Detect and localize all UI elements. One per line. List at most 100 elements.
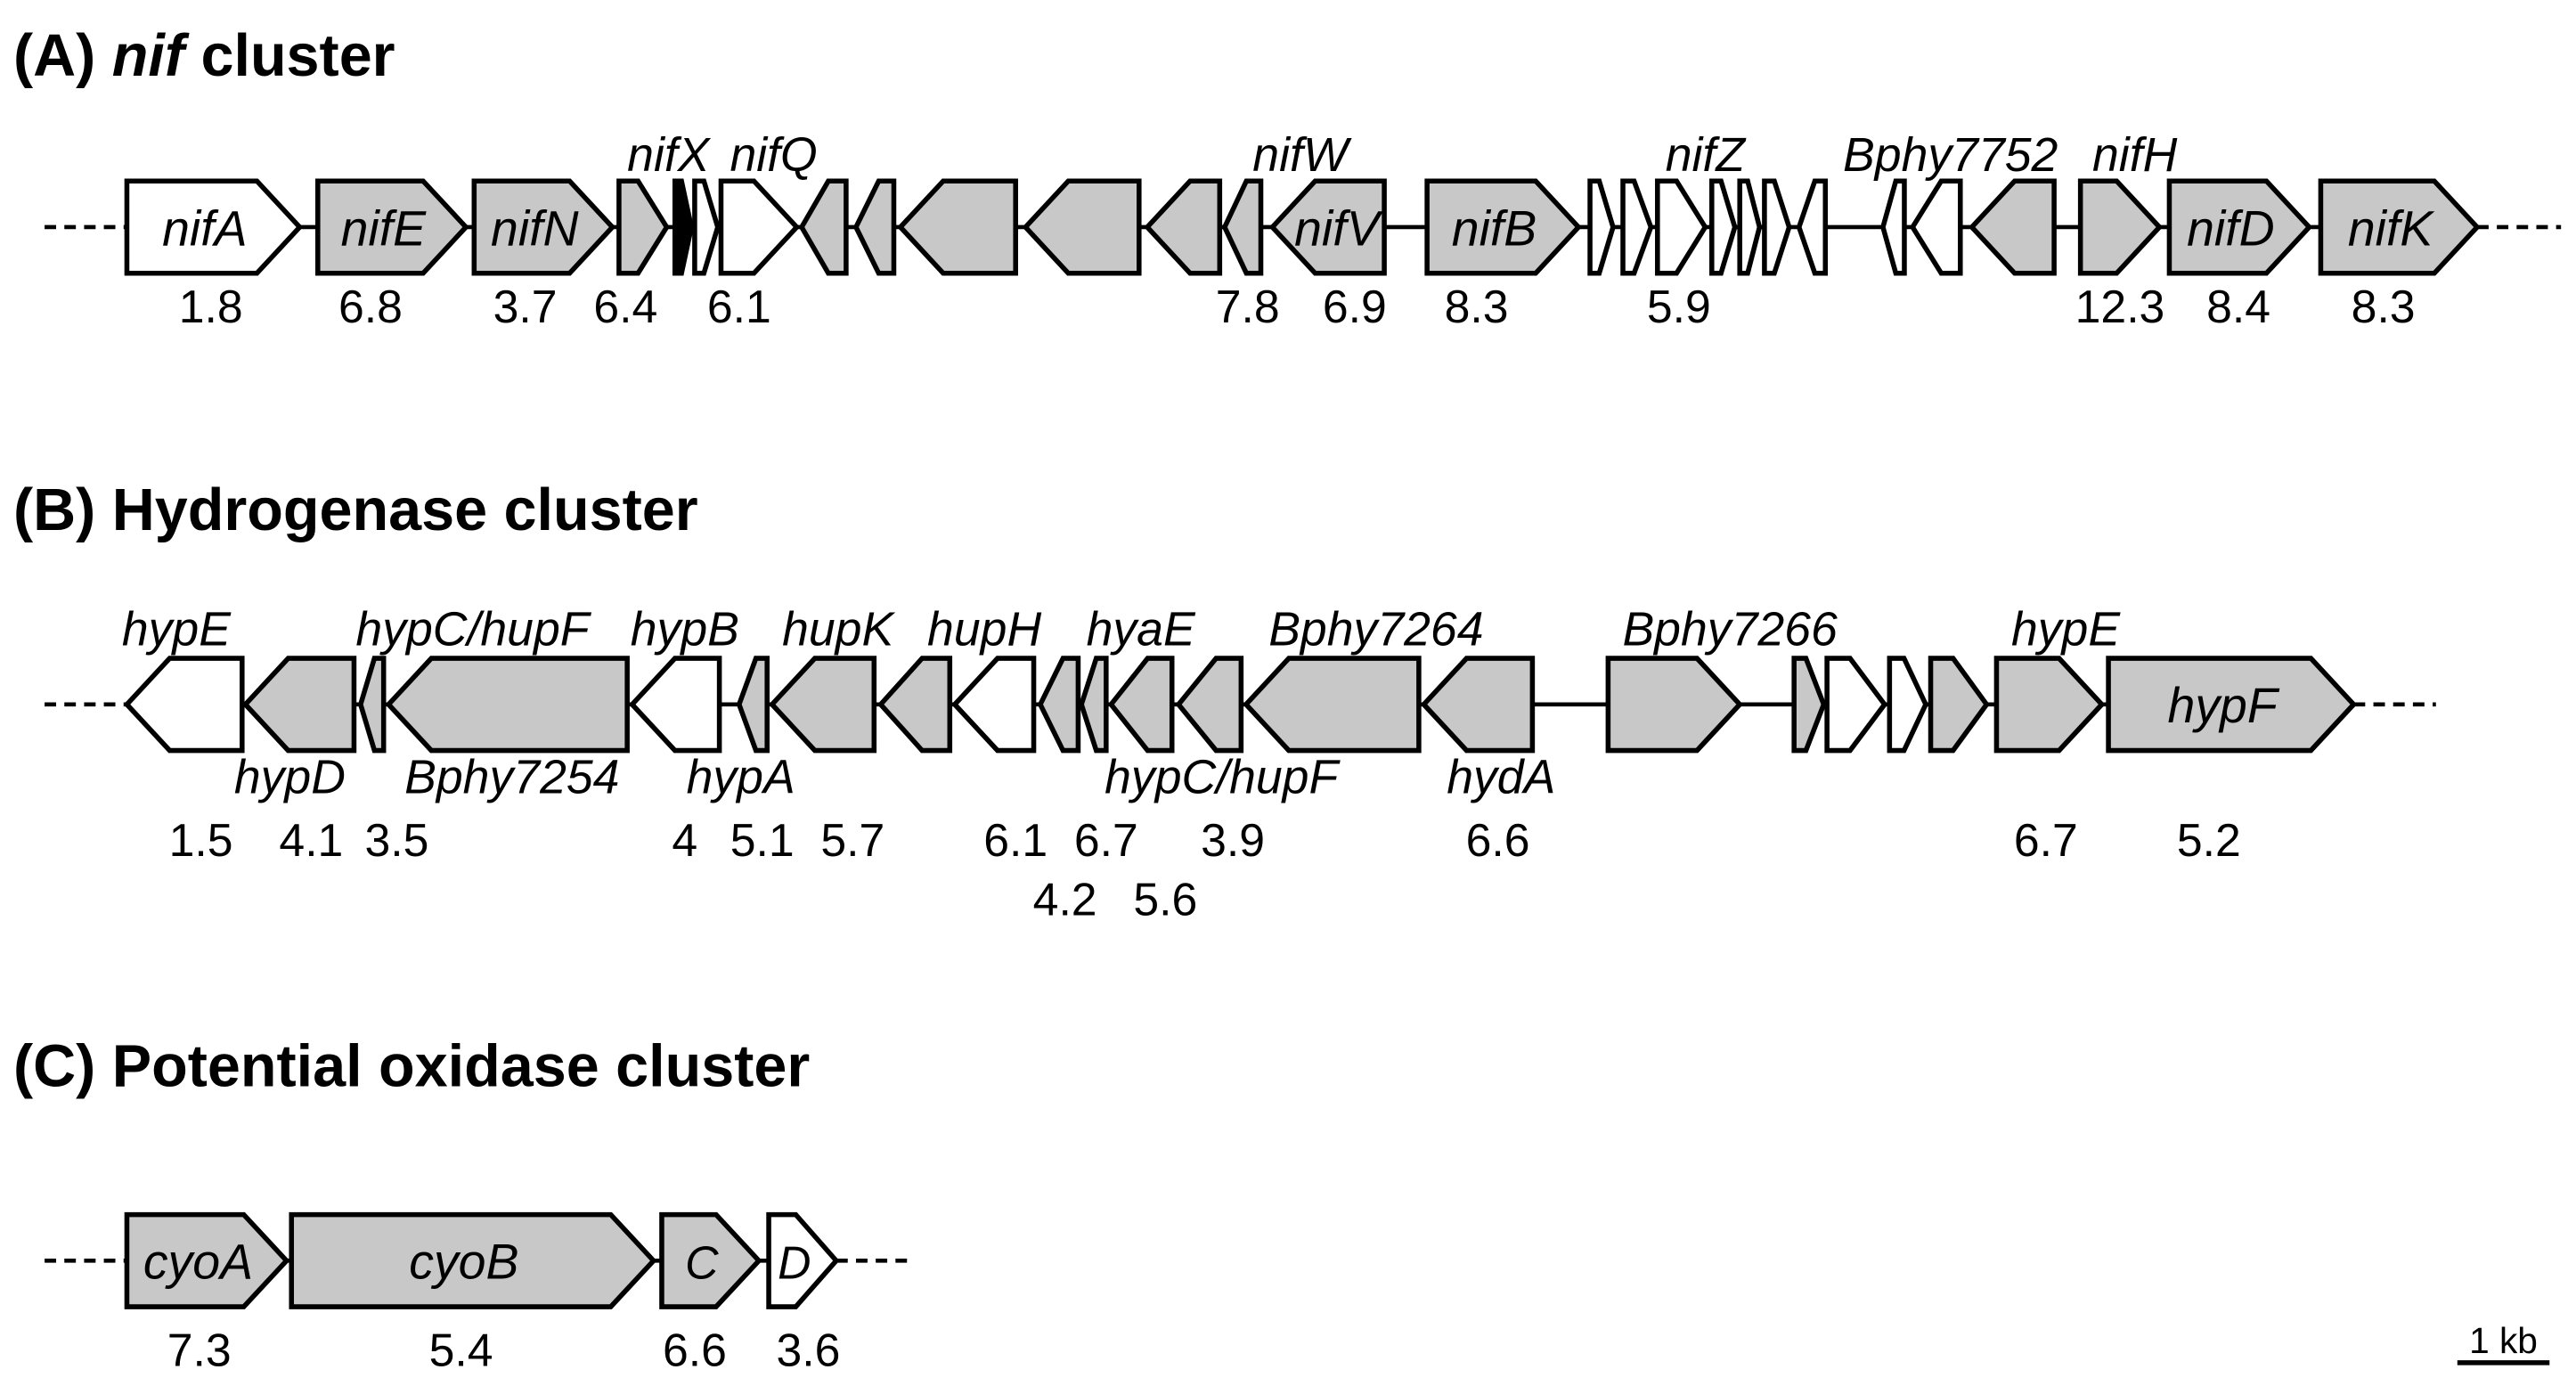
gene-label-below: hypC/hupF — [1105, 751, 1341, 804]
gc-value-label: 7.8 — [1216, 281, 1280, 332]
gene-arrow — [1655, 178, 1708, 276]
gene-arrow — [1737, 178, 1763, 276]
gene-arrow — [1221, 178, 1264, 276]
gene-arrow — [357, 656, 387, 754]
panel-title: (B) Hydrogenase cluster — [13, 477, 698, 543]
gene-arrow — [1037, 656, 1081, 754]
gene-arrow — [1993, 656, 2106, 754]
scale-bar-label: 1 kb — [2469, 1320, 2538, 1361]
gene-arrow — [1928, 656, 1990, 754]
gc-value-label: 6.6 — [663, 1325, 727, 1376]
gene-label-above: Bphy7266 — [1622, 602, 1838, 656]
gc-value-label: 3.6 — [776, 1325, 840, 1376]
gene-label-above: Bphy7752 — [1843, 128, 2058, 182]
gene-arrow — [2077, 178, 2164, 276]
panel-a-nif-cluster: (A) nif cluster nifA nifE nifN nifX nifQ nifV n… — [13, 23, 2562, 332]
gene-label-above: hupH — [927, 602, 1041, 656]
gene-arrow — [124, 178, 304, 276]
gene-label-above: nifX — [627, 128, 712, 182]
gene-arrow — [1587, 178, 1616, 276]
gene-label-above: hyaE — [1087, 602, 1196, 656]
gc-value-label: 4 — [672, 814, 697, 866]
gene-label: cyoA — [143, 1235, 253, 1290]
gc-value-label: 8.3 — [2352, 281, 2416, 332]
gene-arrow — [289, 1211, 657, 1309]
gene-label: cyoB — [409, 1235, 518, 1290]
gene-arrow — [123, 656, 245, 754]
gene-arrow — [1887, 656, 1929, 754]
gc-value-label: 3.9 — [1201, 814, 1265, 866]
gene-label: C — [685, 1237, 719, 1289]
gc-value-label: 6.7 — [1074, 814, 1138, 866]
gene-arrow — [628, 656, 722, 754]
gene-label-above: hupK — [782, 602, 895, 656]
gene-arrow — [876, 656, 953, 754]
gene-label: nifD — [2187, 200, 2275, 256]
gene-arrow — [692, 178, 721, 276]
gene-arrow — [2166, 178, 2313, 276]
gene-arrow — [766, 1211, 840, 1309]
gc-value-label: 8.3 — [1445, 281, 1509, 332]
gene-arrow — [1144, 178, 1223, 276]
gc-value-label: 6.1 — [983, 814, 1048, 866]
gene-arrow — [2318, 178, 2481, 276]
gene-label-above: Bphy7264 — [1268, 602, 1483, 656]
gene-label: nifE — [341, 200, 428, 256]
gene-arrow — [1107, 656, 1175, 754]
gene-arrow — [1243, 656, 1422, 754]
gc-value-label: 5.1 — [730, 814, 795, 866]
gene-label-above: nifW — [1252, 128, 1352, 182]
gene-arrow — [1605, 656, 1743, 754]
gene-label-above: hypE — [2011, 602, 2121, 656]
gene-arrow — [2106, 656, 2358, 754]
gene-label: hypF — [2168, 678, 2280, 733]
gene-label-above: nifQ — [730, 128, 817, 182]
gene-label-below: hypD — [234, 751, 346, 804]
gene-label: nifV — [1294, 200, 1384, 256]
gene-arrow — [768, 656, 877, 754]
gene-arrow — [951, 656, 1037, 754]
gene-label: nifK — [2348, 200, 2435, 256]
gene-arrow — [1968, 178, 2057, 276]
gene-arrow — [718, 178, 801, 276]
gene-arrow — [1762, 178, 1792, 276]
gc-value-label: 6.4 — [593, 281, 657, 332]
panel-title: (A) nif cluster — [13, 23, 395, 89]
panel-title: (C) Potential oxidase cluster — [13, 1033, 810, 1099]
gene-arrow — [1909, 178, 1963, 276]
gene-label-above: hypC/hupF — [355, 602, 591, 656]
gene-label-above: nifZ — [1666, 128, 1748, 182]
gene-label-above: nifH — [2092, 128, 2178, 182]
gene-arrow — [616, 178, 670, 276]
gene-arrow — [659, 1211, 762, 1309]
gene-arrow — [471, 178, 616, 276]
gc-value-label: 3.7 — [493, 281, 558, 332]
gene-arrow — [736, 656, 770, 754]
gene-arrow — [672, 178, 695, 276]
gc-value-label: 5.9 — [1647, 281, 1711, 332]
gene-label: D — [778, 1237, 811, 1289]
gene-arrow — [124, 1211, 290, 1309]
gc-value-label: 7.3 — [167, 1325, 232, 1376]
gc-value-label: 5.2 — [2177, 814, 2241, 866]
gene-label: nifA — [162, 200, 247, 256]
gc-value-label: 3.5 — [365, 814, 429, 866]
gc-value-label: 5.6 — [1133, 873, 1197, 925]
scale-bar: 1 kb — [2457, 1320, 2550, 1365]
gc-value-label: 6.6 — [1466, 814, 1530, 866]
gene-arrow — [1796, 178, 1829, 276]
gc-value-label: 6.7 — [2014, 814, 2078, 866]
gene-label-below: hydA — [1447, 751, 1555, 804]
gc-value-label: 1.5 — [169, 814, 233, 866]
gc-value-label: 6.8 — [338, 281, 403, 332]
gene-arrow — [1709, 178, 1738, 276]
gene-arrow — [1079, 656, 1109, 754]
gene-label: nifN — [491, 200, 580, 256]
panel-b-hydrogenase-cluster: (B) Hydrogenase cluster hypF hypE hypC/hupF… — [13, 477, 2436, 925]
gene-arrow — [1824, 656, 1888, 754]
gene-arrow — [1175, 656, 1244, 754]
gene-arrow — [798, 178, 849, 276]
gene-arrow — [897, 178, 1018, 276]
gc-value-label: 6.1 — [707, 281, 771, 332]
